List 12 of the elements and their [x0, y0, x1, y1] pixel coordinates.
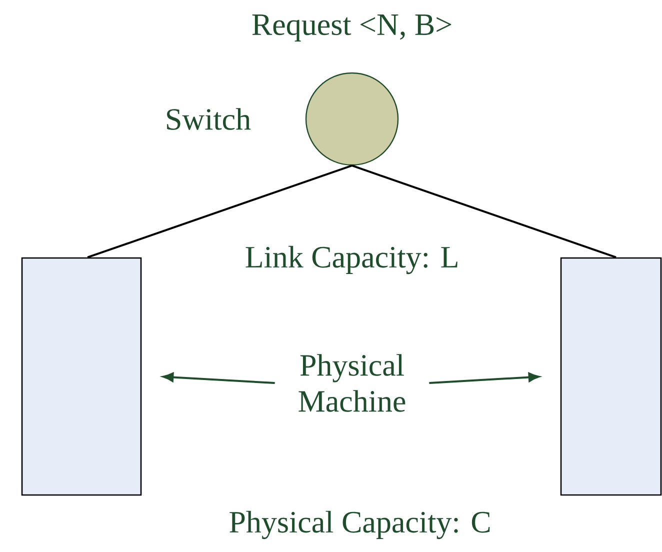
- arrow: [429, 372, 540, 384]
- machine-label: Physical Machine: [298, 354, 406, 412]
- node-caption: Request <N, B>: [252, 14, 452, 42]
- link-line: [87, 164, 352, 258]
- capacity-label: Physical Capacity: C: [230, 510, 490, 540]
- switch-circle: [305, 72, 399, 166]
- node-caption: Switch: [167, 108, 251, 130]
- arrow: [162, 372, 275, 384]
- capacity-label: Link Capacity: L: [246, 246, 458, 274]
- link-line: [352, 164, 616, 258]
- machine-box: [560, 257, 662, 496]
- machine-box: [21, 257, 142, 496]
